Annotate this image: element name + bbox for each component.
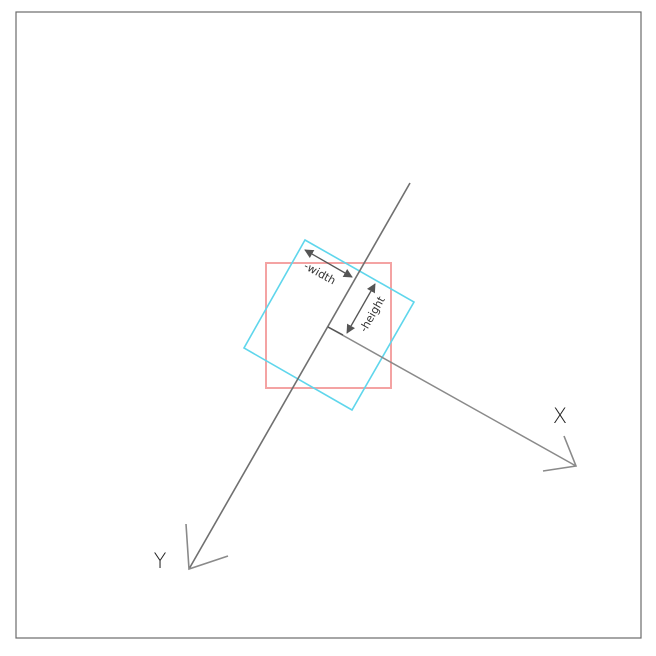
x-axis-label: X (553, 404, 567, 428)
center-tick (327, 326, 344, 336)
x-axis-arrowhead (542, 435, 578, 472)
y-axis-arrowhead (185, 523, 229, 571)
canvas-frame (15, 11, 642, 639)
y-axis-label: Y (154, 549, 167, 573)
x-axis-line (327, 326, 577, 467)
width-dimension-arrow (304, 249, 353, 278)
height-label: -height (357, 294, 388, 335)
rotated-rect (242, 238, 416, 412)
y-axis-line (188, 182, 411, 570)
height-dimension-arrow (346, 283, 376, 334)
